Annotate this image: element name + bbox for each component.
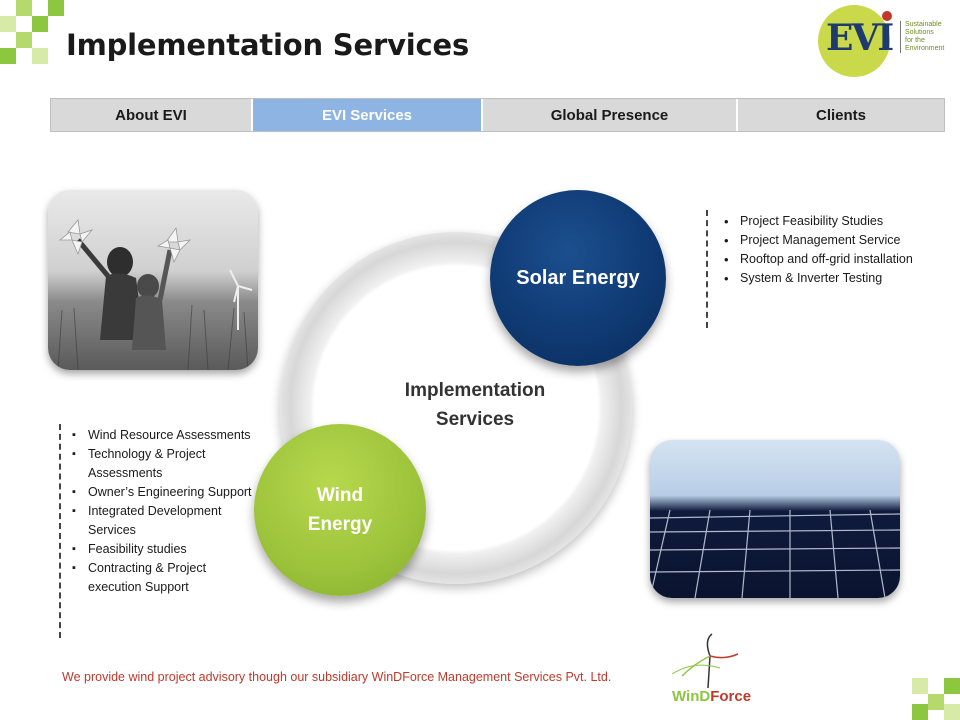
solar-list-divider [706, 210, 708, 328]
solar-panels-photo [650, 440, 900, 598]
solar-energy-label: Solar Energy [516, 266, 640, 289]
list-item: Technology & Project Assessments [72, 445, 257, 483]
solar-services-list: Project Feasibility Studies Project Mana… [724, 212, 914, 288]
decor-square [16, 0, 32, 16]
solar-panels-illustration [650, 509, 900, 598]
center-label: Implementation Services [404, 380, 546, 430]
decor-square [912, 704, 928, 720]
decor-square [912, 678, 928, 694]
decor-square [48, 0, 64, 16]
list-item: Wind Resource Assessments [72, 426, 257, 445]
tab-evi-services[interactable]: EVI Services [253, 99, 483, 131]
decor-square [0, 48, 16, 64]
list-item: Integrated Development Services [72, 502, 257, 540]
main-nav: About EVI EVI Services Global Presence C… [50, 98, 945, 132]
logo-tagline-line: for the [905, 37, 925, 44]
decor-square [928, 694, 944, 710]
windforce-text-part1: WinD [672, 688, 711, 705]
page-title: Implementation Services [66, 28, 470, 62]
logo-dot-icon [882, 11, 892, 21]
wind-turbine-icon [671, 633, 739, 689]
list-item: Rooftop and off-grid installation [724, 250, 914, 269]
wind-energy-bubble[interactable]: Wind Energy [254, 424, 426, 596]
decor-square [32, 16, 48, 32]
decor-square [0, 16, 16, 32]
solar-energy-bubble[interactable]: Solar Energy [490, 190, 666, 366]
tab-about-evi[interactable]: About EVI [51, 99, 253, 131]
list-item: Owner’s Engineering Support [72, 483, 257, 502]
evi-logo: EVI Sustainable Solutions for the Enviro… [818, 5, 958, 77]
wind-list-divider [59, 424, 61, 638]
logo-tagline: Sustainable Solutions for the Environmen… [900, 21, 944, 53]
logo-tagline-line: Sustainable [905, 21, 942, 28]
windforce-logo: WinDForce [664, 630, 764, 710]
decor-square [944, 704, 960, 720]
list-item: System & Inverter Testing [724, 269, 914, 288]
logo-tagline-line: Environment [905, 45, 945, 52]
tab-clients[interactable]: Clients [815, 106, 866, 124]
decor-square [16, 32, 32, 48]
list-item: Project Management Service [724, 231, 914, 250]
logo-circle [818, 5, 890, 77]
children-pinwheels-photo [48, 190, 258, 370]
wind-energy-label: Wind Energy [307, 485, 373, 535]
tab-global-presence[interactable]: Global Presence [483, 99, 738, 131]
list-item: Feasibility studies [72, 540, 257, 559]
logo-tagline-line: Solutions [905, 29, 934, 36]
list-item: Project Feasibility Studies [724, 212, 914, 231]
list-item: Contracting & Project execution Support [72, 559, 257, 597]
decor-square [944, 678, 960, 694]
decor-square [32, 48, 48, 64]
logo-text: EVI [826, 17, 894, 59]
footer-note: We provide wind project advisory though … [62, 670, 612, 684]
windforce-text-part2: Force [710, 688, 752, 705]
wind-services-list: Wind Resource Assessments Technology & P… [72, 426, 257, 597]
windforce-text: WinDForce [672, 688, 751, 705]
children-pinwheels-illustration [57, 219, 253, 370]
